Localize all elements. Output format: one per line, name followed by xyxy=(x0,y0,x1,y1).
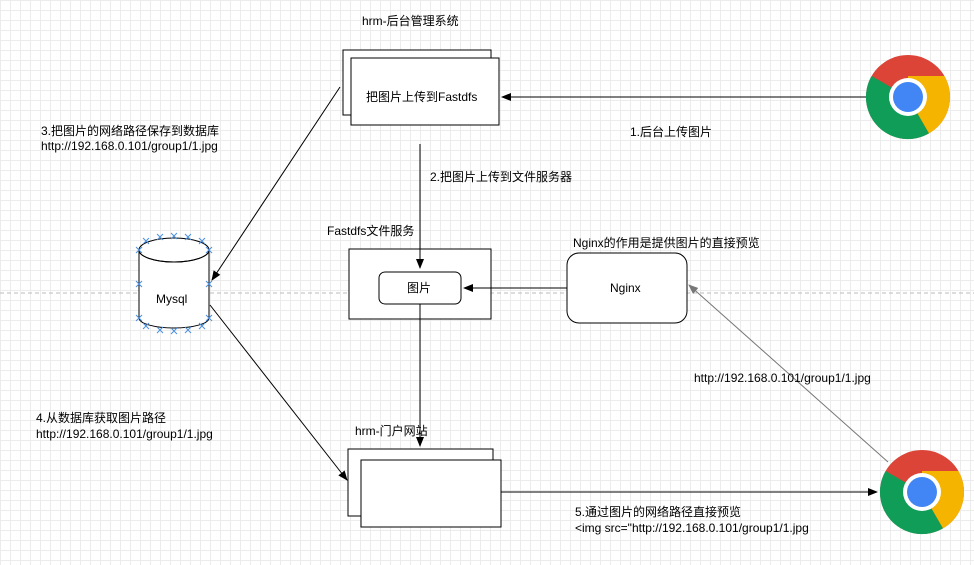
edge-3-to-mysql xyxy=(211,86,341,281)
edge-4-label-line2: http://192.168.0.101/group1/1.jpg xyxy=(36,427,213,441)
selection-handle[interactable] xyxy=(135,314,143,322)
mysql-node[interactable] xyxy=(138,237,210,329)
edge-2-label: 2.把图片上传到文件服务器 xyxy=(430,170,573,184)
fastdfs-title: Fastdfs文件服务 xyxy=(327,224,415,238)
selection-handle[interactable] xyxy=(135,280,143,288)
admin-box-front[interactable] xyxy=(350,57,500,126)
admin-title: hrm-后台管理系统 xyxy=(362,14,459,28)
portal-title: hrm-门户网站 xyxy=(355,424,428,438)
selection-handle[interactable] xyxy=(198,237,206,245)
mysql-selection-handles xyxy=(135,232,213,335)
selection-handle[interactable] xyxy=(135,246,143,254)
chrome-icon-bottom[interactable] xyxy=(879,450,965,535)
chrome-icon-top[interactable] xyxy=(865,55,951,140)
selection-handle[interactable] xyxy=(184,326,192,334)
edge-browser-to-nginx xyxy=(688,284,889,463)
selection-handle[interactable] xyxy=(205,314,213,322)
image-node-label: 图片 xyxy=(407,281,432,295)
selection-handle[interactable] xyxy=(198,322,206,330)
selection-handle[interactable] xyxy=(170,327,178,335)
nginx-label: Nginx xyxy=(610,281,641,295)
mysql-label: Mysql xyxy=(156,292,188,306)
selection-handle[interactable] xyxy=(184,233,192,241)
selection-handle[interactable] xyxy=(170,232,178,240)
selection-handle[interactable] xyxy=(156,233,164,241)
edge-4-to-portal xyxy=(209,304,348,481)
selection-handle[interactable] xyxy=(142,322,150,330)
selection-handle[interactable] xyxy=(205,246,213,254)
nginx-note: Nginx的作用是提供图片的直接预览 xyxy=(573,236,760,250)
portal-box-front[interactable] xyxy=(360,459,502,528)
edge-3-label-line1: 3.把图片的网络路径保存到数据库 xyxy=(41,124,220,138)
nginx-url-label: http://192.168.0.101/group1/1.jpg xyxy=(694,371,871,385)
selection-handle[interactable] xyxy=(142,237,150,245)
admin-box-label: 把图片上传到Fastdfs xyxy=(366,90,478,104)
edge-5-label-line2: <img src="http://192.168.0.101/group1/1.… xyxy=(575,521,809,535)
edge-1-label: 1.后台上传图片 xyxy=(630,125,713,139)
selection-handle[interactable] xyxy=(156,326,164,334)
selection-handle[interactable] xyxy=(205,280,213,288)
edge-3-label-line2: http://192.168.0.101/group1/1.jpg xyxy=(41,139,218,153)
edge-4-label-line1: 4.从数据库获取图片路径 xyxy=(36,411,167,425)
edge-5-label-line1: 5.通过图片的网络路径直接预览 xyxy=(575,505,742,519)
